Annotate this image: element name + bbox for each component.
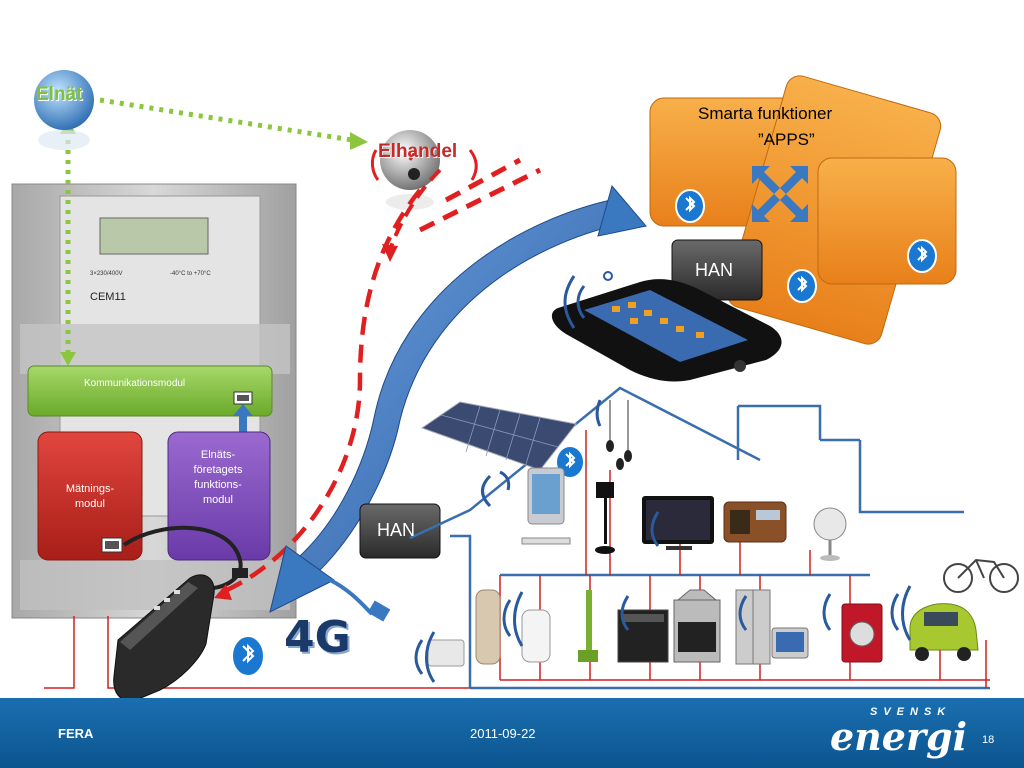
refrigerator-icon bbox=[735, 589, 771, 665]
han-label-top: HAN bbox=[695, 260, 734, 280]
footer-brand-small: SVENSK bbox=[870, 706, 952, 718]
funktionsmodul-label-line3: funktions- bbox=[194, 479, 242, 491]
radio-icon bbox=[723, 501, 787, 543]
svg-text:CEM11: CEM11 bbox=[90, 291, 126, 303]
funktionsmodul-label: Elnäts- företagets funktions- modul bbox=[168, 448, 268, 508]
elnat-label: Elnät bbox=[36, 84, 83, 105]
car-icon bbox=[909, 603, 979, 661]
apps-cards bbox=[649, 75, 957, 345]
elhandel-red-dash-arrows bbox=[214, 149, 542, 600]
footer-page-number: 18 bbox=[982, 734, 995, 746]
footer-org: FERA bbox=[58, 726, 94, 741]
usb-cable bbox=[122, 525, 248, 591]
ceiling-lamp-icon bbox=[606, 400, 632, 470]
elhandel-label: Elhandel bbox=[378, 141, 458, 162]
wireless-waves bbox=[414, 399, 912, 683]
smartphone-icon bbox=[551, 279, 782, 382]
footer-date: 2011-09-22 bbox=[470, 726, 536, 741]
matningsmodul-label-line2: modul bbox=[75, 498, 105, 510]
matningsmodul-label-line1: Mätnings- bbox=[65, 483, 115, 495]
funktionsmodul-label-line2: företagets bbox=[193, 464, 243, 476]
bluetooth-icon-router bbox=[231, 635, 265, 677]
footer-brand-logo: energi bbox=[830, 714, 968, 759]
appliance-white-icon bbox=[521, 609, 551, 663]
dishwasher-icon bbox=[617, 609, 669, 663]
apps-subtitle: ”APPS” bbox=[758, 130, 815, 149]
han-blue-arrow bbox=[269, 184, 647, 613]
svg-text:-40°C to +70°C: -40°C to +70°C bbox=[170, 271, 211, 277]
bluetooth-icon-app2 bbox=[907, 239, 937, 273]
funktionsmodul-label-line4: modul bbox=[203, 494, 233, 506]
svg-text:3×230/400V: 3×230/400V bbox=[90, 271, 123, 277]
bicycle-icon bbox=[943, 558, 1019, 593]
router-icon bbox=[113, 574, 215, 702]
module-up-arrow bbox=[233, 404, 253, 434]
apps-title: Smarta funktioner bbox=[698, 104, 833, 123]
kommunikationsmodul-box bbox=[27, 365, 273, 417]
bluetooth-icon-app1 bbox=[675, 189, 705, 223]
water-heater-icon bbox=[475, 589, 501, 665]
elnat-globe-icon bbox=[34, 70, 94, 150]
bluetooth-icon-app3 bbox=[787, 269, 817, 303]
vacuum-cleaner-icon bbox=[578, 590, 598, 662]
funktionsmodul-label-line1: Elnäts- bbox=[200, 449, 236, 461]
computer-icon bbox=[521, 467, 571, 545]
footer-bar: FERA 2011-09-22 SVENSK energi 18 bbox=[0, 698, 1024, 768]
fan-icon bbox=[813, 507, 847, 561]
kommunikationsmodul-label: Kommunikationsmodul bbox=[84, 378, 186, 389]
air-conditioner-icon bbox=[427, 639, 465, 667]
matningsmodul-box bbox=[37, 431, 143, 561]
han-label-middle: HAN bbox=[377, 520, 416, 540]
tv-icon bbox=[642, 496, 714, 550]
expand-arrows-icon bbox=[752, 166, 808, 222]
ethernet-cable-icon bbox=[329, 578, 391, 622]
4g-icon: 4G bbox=[284, 612, 351, 663]
lamp-icon bbox=[595, 482, 615, 554]
han-box-middle bbox=[359, 503, 441, 559]
washing-machine-icon bbox=[841, 603, 883, 663]
phone-wifi-waves bbox=[563, 271, 613, 329]
tablet-icon bbox=[771, 627, 809, 659]
solar-panel-icon bbox=[420, 401, 577, 471]
matningsmodul-label: Mätnings- modul bbox=[40, 482, 140, 512]
elnat-to-elhandel-arrow bbox=[99, 97, 368, 150]
oven-icon bbox=[673, 589, 721, 663]
